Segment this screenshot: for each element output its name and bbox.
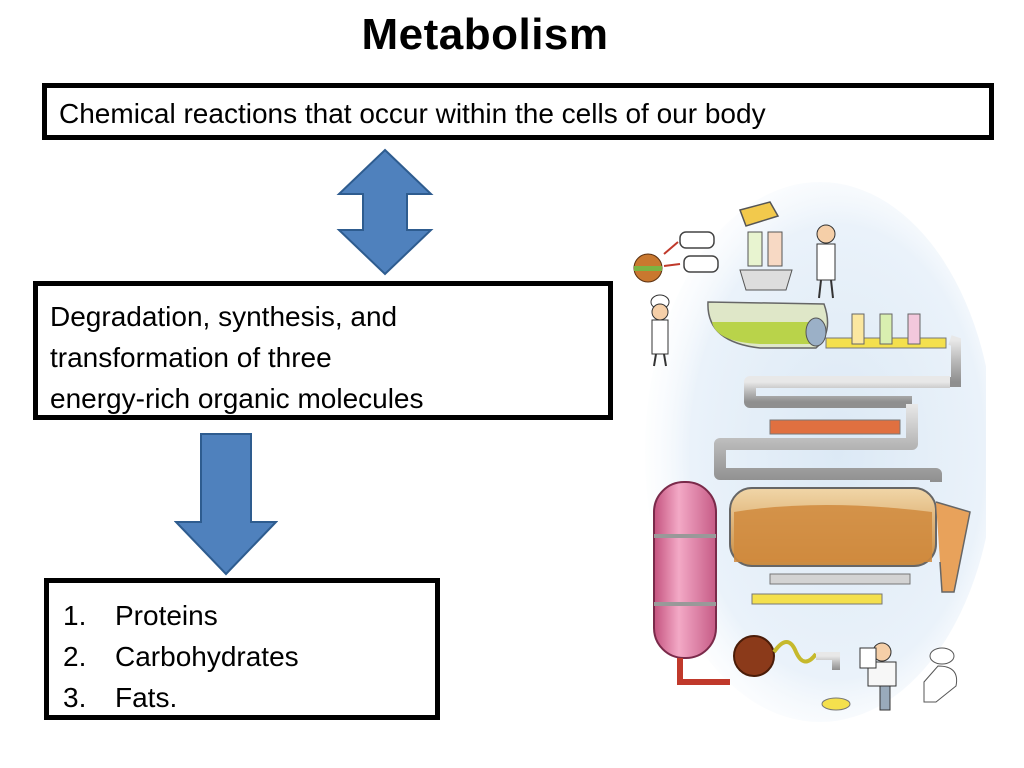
list-label: Proteins — [115, 600, 218, 631]
list-number: 1. — [63, 600, 87, 631]
process-line-2: transformation of three — [50, 342, 332, 373]
definition-box: Chemical reactions that occur within the… — [42, 83, 994, 140]
list-item: 1. Proteins — [63, 595, 423, 636]
down-arrow-icon — [174, 433, 278, 576]
process-line-3: energy-rich organic molecules — [50, 383, 424, 414]
molecules-box: 1. Proteins 2. Carbohydrates 3. Fats. — [44, 578, 440, 720]
list-number: 2. — [63, 641, 87, 672]
page-title: Metabolism — [361, 10, 609, 59]
list-item: 2. Carbohydrates — [63, 636, 423, 677]
list-item: 3. Fats. — [63, 677, 423, 718]
double-arrow-icon — [336, 148, 434, 276]
list-label: Fats. — [115, 682, 178, 713]
process-box: Degradation, synthesis, and transformati… — [33, 281, 613, 420]
definition-text: Chemical reactions that occur within the… — [59, 98, 766, 129]
metabolism-illustration-icon — [633, 182, 986, 722]
list-label: Carbohydrates — [115, 641, 299, 672]
molecules-list: 1. Proteins 2. Carbohydrates 3. Fats. — [63, 595, 423, 718]
process-line-1: Degradation, synthesis, and — [50, 301, 398, 332]
list-number: 3. — [63, 682, 87, 713]
